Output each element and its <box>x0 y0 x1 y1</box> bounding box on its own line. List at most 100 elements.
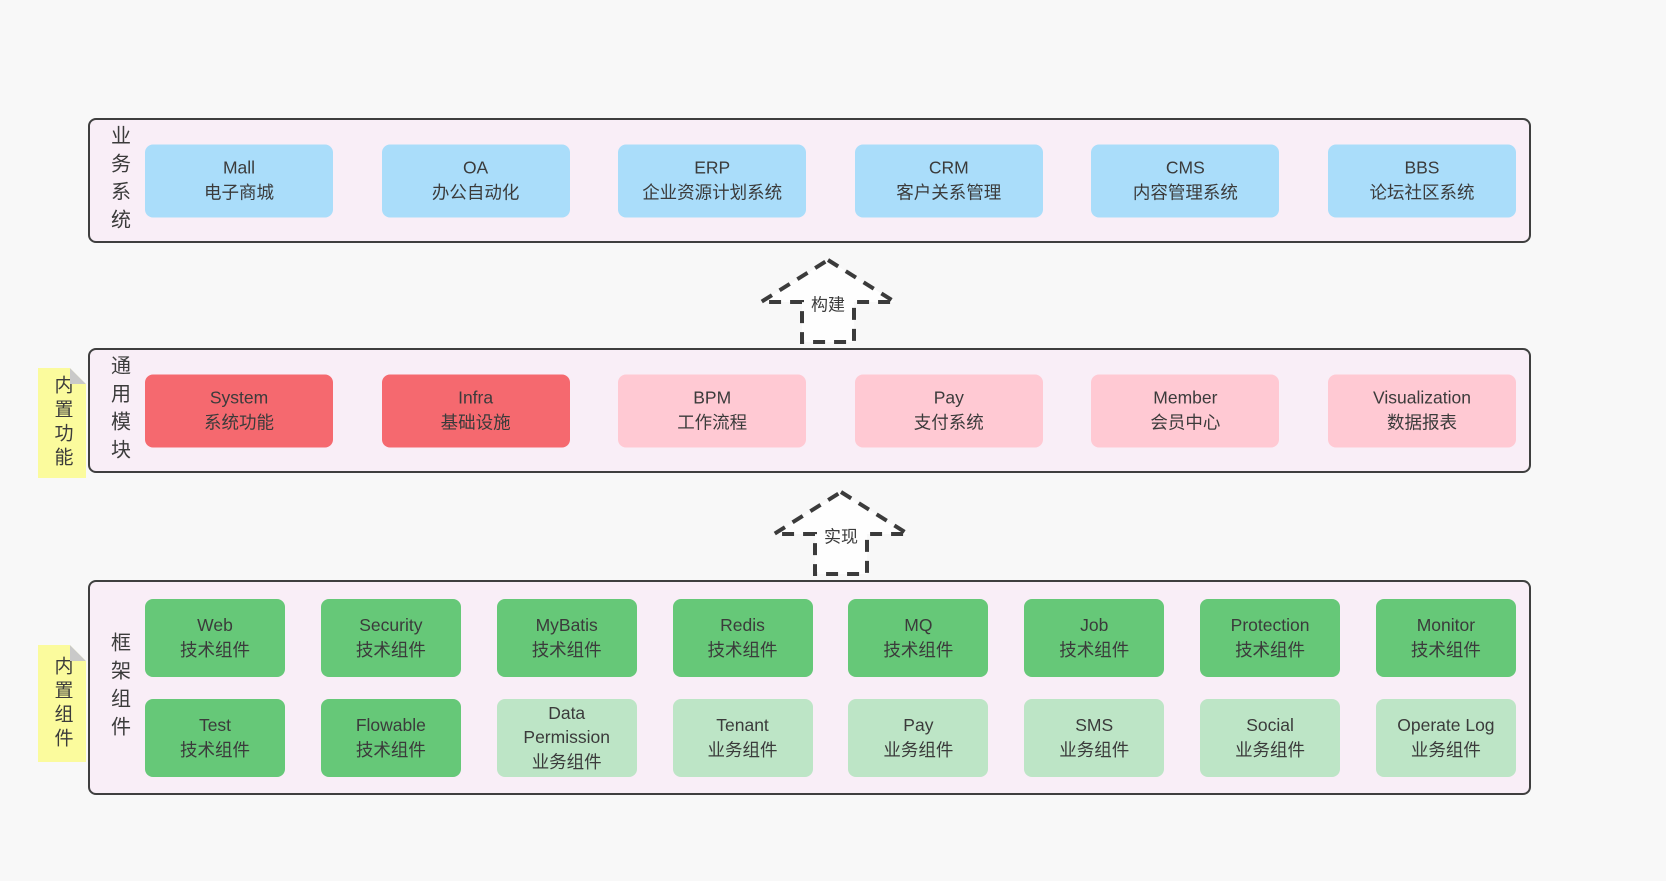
box-subtitle: 内容管理系统 <box>1132 182 1238 203</box>
box-subtitle: 业务组件 <box>531 751 602 772</box>
box-erp: ERP 企业资源计划系统 <box>618 144 807 217</box>
box-title: Security <box>359 615 423 635</box>
box-bbs: BBS 论坛社区系统 <box>1327 144 1516 217</box>
box-sms: SMS 业务组件 <box>1024 698 1165 777</box>
box-title: MQ <box>904 615 933 635</box>
box-pay-component: Pay 业务组件 <box>848 698 989 777</box>
box-title: BBS <box>1404 157 1440 178</box>
box-title: BPM <box>693 387 732 408</box>
box-monitor: Monitor 技术组件 <box>1375 598 1516 677</box>
box-title: Pay <box>903 715 934 735</box>
box-system: System 系统功能 <box>145 374 333 447</box>
sticky-note-built-in-features: 内置功能 <box>38 368 86 478</box>
box-subtitle: 业务组件 <box>1410 739 1481 760</box>
box-title: Operate Log <box>1397 715 1495 735</box>
box-subtitle: 会员中心 <box>1150 412 1221 433</box>
build-arrow: 构建 <box>755 256 901 346</box>
box-mq: MQ 技术组件 <box>848 598 989 677</box>
box-title: OA <box>462 157 489 178</box>
box-subtitle: 电子商城 <box>204 182 274 203</box>
panel-label-components: 框架组件 <box>98 582 140 793</box>
box-title: ERP <box>694 157 731 178</box>
box-title: Protection <box>1230 615 1310 635</box>
box-subtitle: 办公自动化 <box>431 182 520 203</box>
box-subtitle: 业务组件 <box>883 739 954 760</box>
box-subtitle: 系统功能 <box>204 412 274 433</box>
box-title: Web <box>197 615 233 635</box>
panel-label-text: 框架组件 <box>107 631 130 744</box>
box-subtitle: 数据报表 <box>1386 412 1457 433</box>
components-grid: Web 技术组件 Security 技术组件 MyBatis 技术组件 Redi… <box>145 598 1516 777</box>
framework-components-panel: 框架组件 Web 技术组件 Security 技术组件 MyBatis 技术组件… <box>88 580 1531 795</box>
box-social: Social 业务组件 <box>1200 698 1341 777</box>
box-title: System <box>209 387 269 408</box>
business-boxes-row: Mall 电子商城 OA 办公自动化 ERP 企业资源计划系统 CRM 客户关系… <box>145 144 1516 217</box>
box-subtitle: 技术组件 <box>531 639 602 660</box>
box-title: Visualization <box>1373 387 1471 408</box>
modules-boxes-row: System 系统功能 Infra 基础设施 BPM 工作流程 Pay 支付系统… <box>145 374 1516 447</box>
box-title: Flowable <box>355 715 426 735</box>
box-protection: Protection 技术组件 <box>1200 598 1341 677</box>
box-title: Test <box>198 715 232 735</box>
box-title: SMS <box>1075 715 1114 735</box>
panel-label-text: 业务系统 <box>107 124 130 237</box>
box-pay-module: Pay 支付系统 <box>854 374 1043 447</box>
business-systems-panel: 业务系统 Mall 电子商城 OA 办公自动化 ERP 企业资源计划系统 CRM… <box>88 118 1531 243</box>
box-subtitle: 业务组件 <box>1059 739 1130 760</box>
box-subtitle: 论坛社区系统 <box>1369 182 1475 203</box>
box-member: Member 会员中心 <box>1091 374 1280 447</box>
box-subtitle: 业务组件 <box>1235 739 1306 760</box>
box-cms: CMS 内容管理系统 <box>1091 144 1280 217</box>
common-modules-panel: 通用模块 System 系统功能 Infra 基础设施 BPM 工作流程 Pay… <box>88 348 1531 473</box>
box-title: Mall <box>222 157 256 178</box>
panel-label-modules: 通用模块 <box>98 350 140 471</box>
box-subtitle: 技术组件 <box>1235 639 1306 660</box>
box-subtitle: 技术组件 <box>180 639 250 660</box>
box-title: CMS <box>1165 157 1205 178</box>
box-title: Data Permission <box>523 702 610 748</box>
box-subtitle: 技术组件 <box>883 639 954 660</box>
box-title: Pay <box>933 387 964 408</box>
box-title: CRM <box>928 157 969 178</box>
box-flowable: Flowable 技术组件 <box>320 698 461 777</box>
panel-label-business: 业务系统 <box>98 120 140 241</box>
sticky-note-built-in-components: 内置组件 <box>38 645 86 762</box>
box-subtitle: 工作流程 <box>677 412 748 433</box>
box-title: Member <box>1153 387 1218 408</box>
box-test: Test 技术组件 <box>145 698 285 777</box>
box-title: Social <box>1246 715 1294 735</box>
box-bpm: BPM 工作流程 <box>618 374 807 447</box>
box-oa: OA 办公自动化 <box>381 144 570 217</box>
box-title: Redis <box>720 615 765 635</box>
box-operate-log: Operate Log 业务组件 <box>1375 698 1516 777</box>
sticky-note-text: 内置功能 <box>51 375 73 471</box>
box-redis: Redis 技术组件 <box>672 598 813 677</box>
box-mall: Mall 电子商城 <box>145 144 333 217</box>
box-subtitle: 技术组件 <box>180 739 250 760</box>
box-subtitle: 企业资源计划系统 <box>642 182 783 203</box>
box-subtitle: 技术组件 <box>355 639 426 660</box>
box-tenant: Tenant 业务组件 <box>672 698 813 777</box>
box-subtitle: 技术组件 <box>1059 639 1130 660</box>
box-mybatis: MyBatis 技术组件 <box>496 598 637 677</box>
box-title: MyBatis <box>535 615 598 635</box>
box-crm: CRM 客户关系管理 <box>854 144 1043 217</box>
implement-arrow: 实现 <box>768 488 914 578</box>
box-subtitle: 业务组件 <box>707 739 778 760</box>
box-subtitle: 客户关系管理 <box>896 182 1002 203</box>
box-infra: Infra 基础设施 <box>381 374 570 447</box>
box-subtitle: 技术组件 <box>707 639 778 660</box>
box-title: Monitor <box>1416 615 1476 635</box>
box-subtitle: 技术组件 <box>1410 639 1481 660</box>
box-title: Infra <box>458 387 494 408</box>
box-web: Web 技术组件 <box>145 598 285 677</box>
box-subtitle: 基础设施 <box>440 412 511 433</box>
box-title: Job <box>1080 615 1109 635</box>
box-job: Job 技术组件 <box>1024 598 1165 677</box>
build-arrow-label: 构建 <box>807 290 849 316</box>
implement-arrow-label: 实现 <box>820 522 862 548</box>
sticky-note-text: 内置组件 <box>51 655 73 752</box>
box-security: Security 技术组件 <box>320 598 461 677</box>
box-subtitle: 支付系统 <box>913 412 984 433</box>
box-subtitle: 技术组件 <box>355 739 426 760</box>
